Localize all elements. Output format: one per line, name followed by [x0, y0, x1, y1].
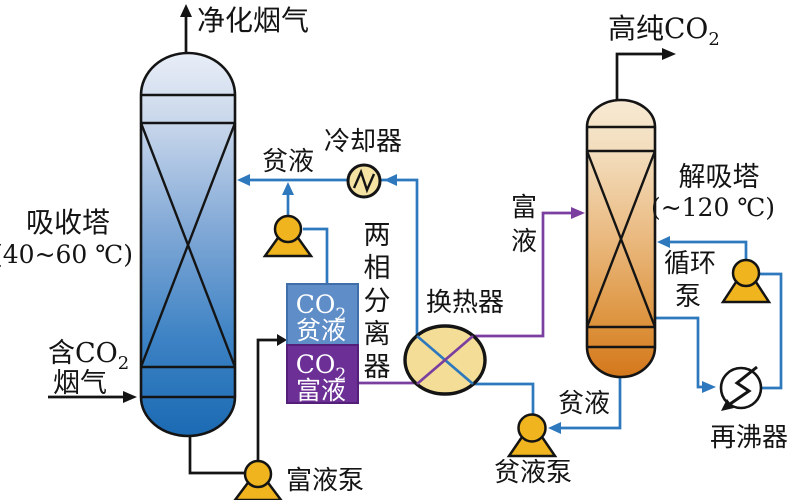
lean-liquid-pump-head	[517, 413, 547, 443]
absorber-name-label: 吸收塔	[26, 206, 110, 239]
separator-inlet-arrow	[277, 334, 287, 346]
heat-exchanger	[403, 324, 487, 396]
reboiler-lightning-icon	[729, 365, 758, 406]
circulation-pump-label-line1: 循环	[664, 249, 716, 279]
gas-lines	[48, 4, 676, 475]
lean-pump-to-exchanger-line	[473, 382, 535, 414]
circ-pump-to-desorber-line	[661, 240, 748, 260]
purified-gas-arrow	[180, 4, 192, 17]
cooler-inlet-arrow	[384, 174, 397, 186]
reboiler-to-circ-pump-line	[759, 272, 783, 390]
separator-lean-outlet-line	[303, 227, 329, 285]
separator-lean-pump-head	[273, 214, 303, 244]
separator-rich-phase-formula: CO2	[296, 350, 346, 385]
reboiler	[719, 365, 763, 411]
heat-exchanger-hot-pass	[416, 334, 474, 386]
desorber-to-reboiler-line	[655, 316, 703, 389]
cooler-label: 冷却器	[324, 127, 402, 157]
rich-pump-discharge-line	[256, 338, 279, 460]
rich-solvent-lines	[357, 207, 585, 385]
two-phase-separator: CO2 贫液 CO2 富液	[286, 283, 359, 405]
circulation-pump-label-line2: 泵	[675, 282, 701, 312]
rich-pump-label: 富液泵	[286, 466, 364, 496]
purified-gas-label: 净化烟气	[197, 4, 309, 37]
separator-label-char2: 相	[364, 253, 391, 284]
absorber-temp-label: (40~60 ℃)	[0, 240, 133, 269]
desorber-return-arrow	[657, 236, 670, 248]
separator-label-char3: 分	[364, 286, 391, 317]
rich-liquid-label-char2: 液	[511, 227, 537, 257]
absorber-band-lines	[141, 93, 235, 399]
lean-pump-inlet-arrow	[548, 422, 561, 434]
separator-lean-pump	[262, 214, 314, 258]
reboiler-lightning-arrow	[721, 399, 734, 411]
desorber-packing-x	[585, 150, 657, 328]
separator-lean-phase-box	[286, 283, 359, 346]
desorber-temp-label: (~120 ℃)	[651, 193, 775, 222]
absorber-tower	[139, 51, 237, 438]
lean-liquid-pump	[506, 413, 558, 458]
separator-lean-phase-label: 贫液	[296, 316, 346, 345]
exchanger-to-cooler-line	[246, 178, 419, 338]
lean-liquid-top-label: 贫液	[262, 147, 314, 177]
reboiler-label: 再沸器	[710, 423, 788, 453]
flue-gas-inlet-arrow	[123, 391, 137, 403]
exchanger-to-desorber-line	[473, 211, 574, 338]
lean-pump-label: 贫液泵	[494, 458, 572, 488]
reboiler-inlet-arrow	[702, 381, 716, 393]
separator-label-char4: 离	[364, 319, 391, 350]
desorber-feed-arrow	[571, 207, 585, 219]
flue-gas-label-line1: 含CO2	[48, 338, 129, 374]
labels: 净化烟气 吸收塔 (40~60 ℃) 含CO2 烟气 贫液 冷却器 两 相 分 …	[0, 4, 788, 496]
lean-liquid-bottom-label: 贫液	[558, 389, 610, 419]
separator-lean-phase-formula: CO2	[296, 290, 346, 325]
rich-liquid-label-char1: 富	[511, 193, 537, 223]
separator-rich-phase-label: 富液	[296, 376, 346, 405]
pure-co2-label: 高纯CO2	[608, 12, 720, 50]
absorber-lean-inlet-arrow	[237, 174, 250, 186]
circulation-pump	[720, 258, 772, 304]
desorber-name-label: 解吸塔	[679, 162, 760, 193]
reboiler-body	[719, 366, 763, 410]
separator-label-char5: 器	[364, 352, 391, 383]
lean-solvent-lines	[237, 174, 783, 434]
separator-label-char1: 两	[364, 220, 391, 251]
heat-exchanger-label: 换热器	[426, 288, 504, 318]
pure-co2-arrow	[662, 48, 676, 60]
rich-liquid-pump-head	[243, 459, 273, 489]
lean-header-junction-arrow	[282, 182, 294, 195]
desorber-bottoms-line	[560, 377, 622, 430]
absorber-bottoms-line	[188, 436, 246, 475]
desorber-tower	[585, 98, 657, 379]
cooler-zigzag-icon	[352, 168, 376, 194]
pure-co2-line	[615, 52, 665, 99]
flue-gas-label-line2: 烟气	[53, 368, 107, 399]
cooler	[346, 163, 382, 199]
absorber-packing-x	[139, 122, 237, 368]
circulation-pump-head	[731, 258, 761, 288]
desorber-band-lines	[587, 125, 655, 349]
separator-rich-phase-box	[286, 344, 359, 404]
rich-liquid-pump	[233, 459, 283, 500]
